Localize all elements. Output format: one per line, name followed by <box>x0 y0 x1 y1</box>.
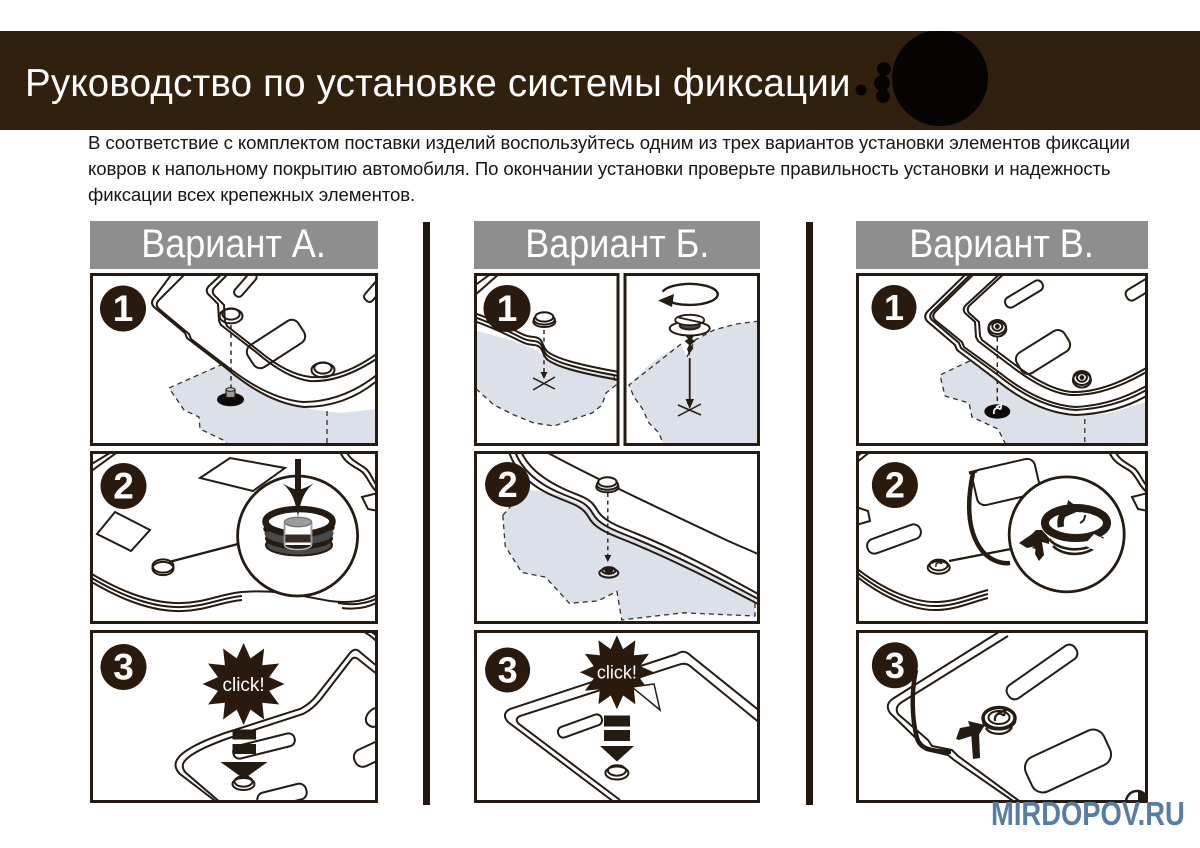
svg-text:2: 2 <box>498 464 518 505</box>
svg-text:3: 3 <box>498 650 518 691</box>
svg-text:click!: click! <box>222 675 264 696</box>
svg-text:click!: click! <box>597 663 637 683</box>
svg-text:3: 3 <box>885 645 905 686</box>
svg-text:1: 1 <box>113 288 134 329</box>
svg-text:3: 3 <box>113 647 134 688</box>
svg-text:2: 2 <box>885 465 905 506</box>
svg-text:1: 1 <box>884 287 904 328</box>
svg-text:1: 1 <box>497 288 518 329</box>
svg-text:2: 2 <box>113 466 134 507</box>
